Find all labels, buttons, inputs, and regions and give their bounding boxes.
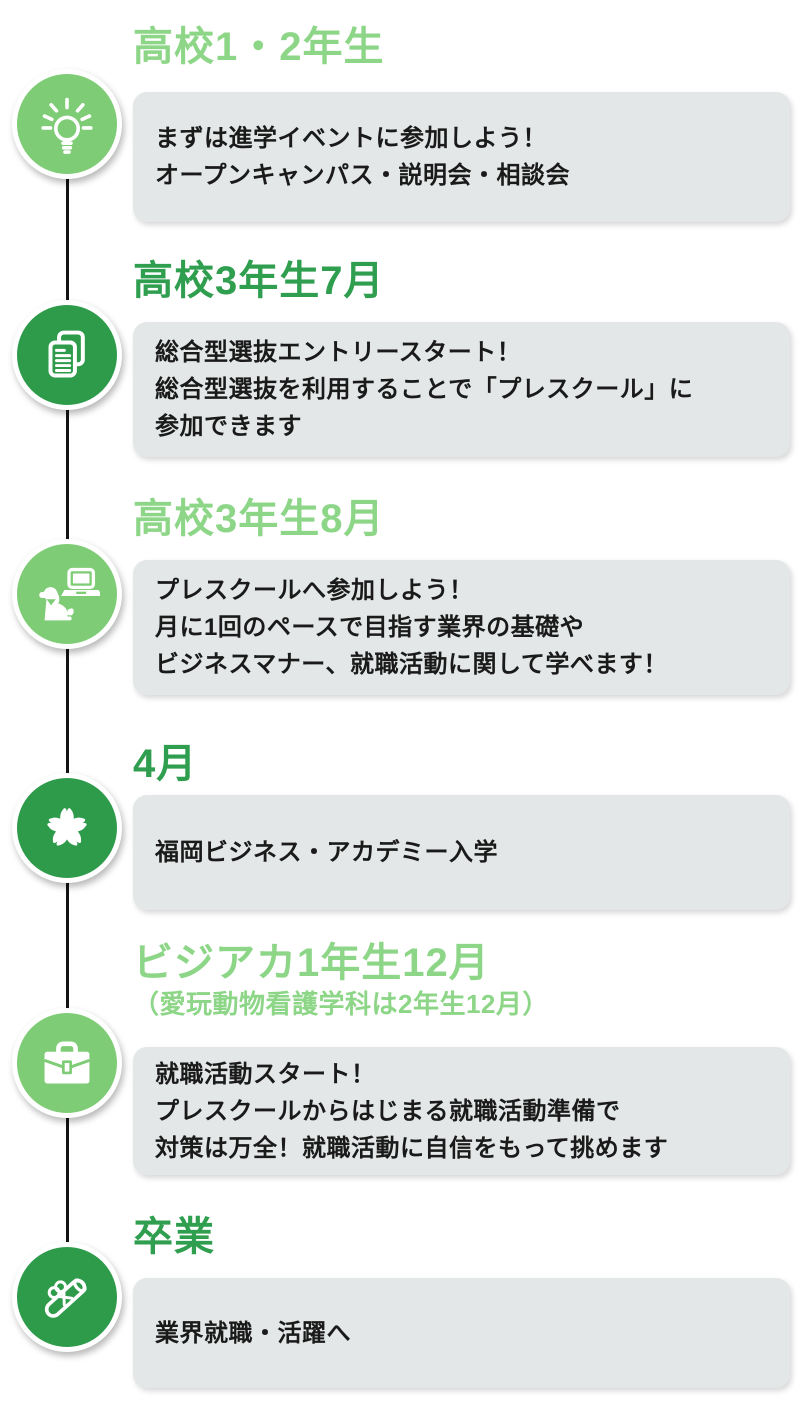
- step-description-box: まずは進学イベントに参加しよう！ オープンキャンパス・説明会・相談会: [133, 92, 790, 222]
- step-description-line: プレスクールへ参加しよう！: [155, 577, 474, 604]
- step-description-line: ビジネスマナー、就職活動に関して学べます！: [155, 651, 668, 678]
- step-icon-circle: [12, 1008, 122, 1118]
- step-description-line: 対策は万全！就職活動に自信をもって挑めます: [155, 1134, 669, 1162]
- step-icon-circle: [12, 69, 122, 179]
- step-description-box: 福岡ビジネス・アカデミー入学: [133, 795, 790, 910]
- dog-laptop-icon: [34, 561, 100, 627]
- step-title: 高校1・2年生: [133, 25, 385, 69]
- briefcase-icon: [34, 1030, 100, 1096]
- step-title: ビジアカ1年生12月: [133, 941, 490, 985]
- cherry-blossom-icon: [34, 795, 100, 861]
- lightbulb-icon: [34, 91, 100, 157]
- step-title: 高校3年生7月: [133, 259, 385, 303]
- step-description-box: 総合型選抜エントリースタート！ 総合型選抜を利用することで「プレスクール」に参加で…: [133, 322, 790, 457]
- step-description-line: 福岡ビジネス・アカデミー入学: [155, 839, 498, 866]
- step-title: 高校3年生8月: [133, 497, 385, 541]
- step-description-line: 参加できます: [155, 413, 302, 440]
- step-icon-circle: [12, 1242, 122, 1352]
- step-description-box: 就職活動スタート！ プレスクールからはじまる就職活動準備で対策は万全！就職活動に自…: [133, 1047, 790, 1175]
- step-title: 4月: [133, 742, 198, 786]
- step-description-line: 業界就職・活躍へ: [155, 1319, 351, 1347]
- step-description-line: 就職活動スタート！: [155, 1060, 376, 1088]
- step-description-line: 総合型選抜エントリースタート！: [155, 339, 522, 366]
- step-description-line: まずは進学イベントに参加しよう！: [155, 125, 547, 152]
- documents-icon: [34, 322, 100, 388]
- step-description-line: 総合型選抜を利用することで「プレスクール」に: [155, 376, 694, 403]
- step-icon-circle: [12, 539, 122, 649]
- step-icon-circle: [12, 300, 122, 410]
- step-description-line: オープンキャンパス・説明会・相談会: [155, 162, 571, 189]
- step-description-box: 業界就職・活躍へ: [133, 1278, 790, 1388]
- step-description-box: プレスクールへ参加しよう！ 月に1回のペースで目指す業界の基礎やビジネスマナー、就…: [133, 560, 790, 695]
- step-description-line: プレスクールからはじまる就職活動準備で: [155, 1097, 621, 1125]
- step-description-line: 月に1回のペースで目指す業界の基礎や: [155, 614, 585, 641]
- diploma-icon: [34, 1264, 100, 1330]
- step-subtitle: （愛玩動物看護学科は2年生12月）: [133, 989, 549, 1019]
- step-icon-circle: [12, 773, 122, 883]
- step-title: 卒業: [133, 1215, 215, 1259]
- timeline-vertical-line: [66, 124, 69, 1299]
